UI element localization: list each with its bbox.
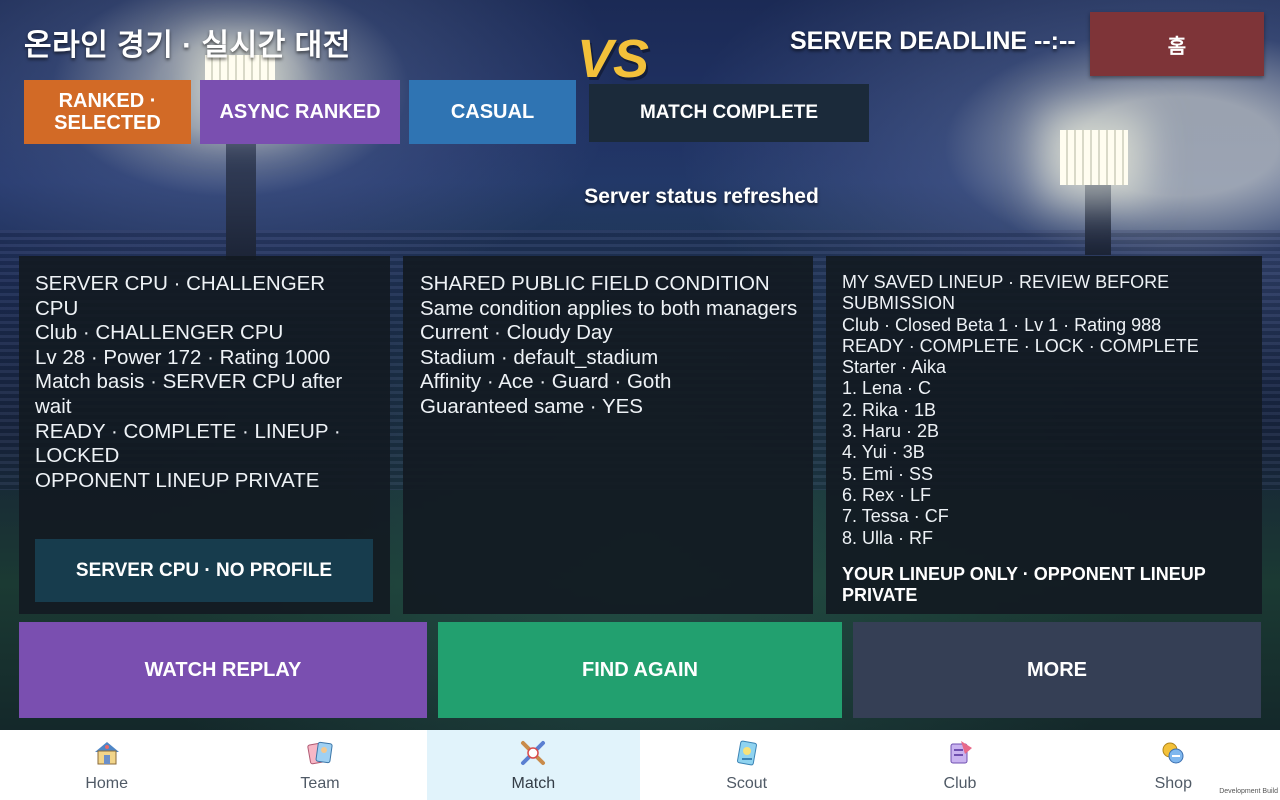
team-icon <box>305 738 335 768</box>
nav-label: Team <box>300 775 340 792</box>
floodlight-right <box>1060 130 1128 185</box>
field-line: SHARED PUBLIC FIELD CONDITION <box>420 272 770 295</box>
nav-label: Shop <box>1154 775 1192 792</box>
mode-casual-button[interactable]: CASUAL <box>409 80 576 144</box>
field-line: Current · Cloudy Day <box>420 321 613 345</box>
nav-item-club[interactable]: Club <box>853 730 1066 800</box>
nav-label: Match <box>511 775 556 792</box>
club-icon <box>945 738 975 768</box>
home-button[interactable]: 홈 <box>1090 12 1264 76</box>
nav-item-team[interactable]: Team <box>213 730 426 800</box>
opponent-profile-button[interactable]: SERVER CPU · NO PROFILE <box>35 539 373 602</box>
lineup-line: 4. Yui · 3B <box>842 442 925 463</box>
field-line: Guaranteed same · YES <box>420 394 643 418</box>
lineup-panel: MY SAVED LINEUP · REVIEW BEFORE SUBMISSI… <box>826 256 1262 614</box>
opponent-line: Match basis · SERVER CPU after wait <box>35 370 343 418</box>
lineup-line: READY · COMPLETE · LOCK · COMPLETE <box>842 335 1199 356</box>
opponent-panel: SERVER CPU · CHALLENGER CPU Club · CHALL… <box>19 256 390 614</box>
find-again-button[interactable]: FIND AGAIN <box>438 622 842 718</box>
field-line: Same condition applies to both managers <box>420 296 798 320</box>
field-line: Stadium · default_stadium <box>420 345 659 369</box>
lineup-line: 8. Ulla · RF <box>842 527 934 548</box>
nav-label: Club <box>943 775 977 792</box>
field-line: Affinity · Ace · Guard · Goth <box>420 370 672 394</box>
opponent-line: Lv 28 · Power 172 · Rating 1000 <box>35 345 331 369</box>
nav-item-match[interactable]: Match <box>426 730 640 800</box>
match-icon <box>518 738 548 768</box>
stadium-background: 온라인 경기 · 실시간 대전 VS SERVER DEADLINE --:--… <box>0 0 1280 730</box>
lineup-line: Club · Closed Beta 1 · Lv 1 · Rating 988 <box>842 314 1162 335</box>
bottom-nav: Home Team Match Scout Club Shop <box>0 730 1280 800</box>
vs-label: VS <box>577 29 650 89</box>
lineup-line: 7. Tessa · CF <box>842 506 949 527</box>
lineup-privacy-note: YOUR LINEUP ONLY · OPPONENT LINEUP PRIVA… <box>842 564 1206 605</box>
opponent-line: READY · COMPLETE · LINEUP · LOCKED <box>35 419 341 468</box>
match-complete-status: MATCH COMPLETE <box>589 84 869 142</box>
opponent-line: Club · CHALLENGER CPU <box>35 321 284 345</box>
status-message: Server status refreshed <box>584 185 819 208</box>
nav-item-shop[interactable]: Shop <box>1067 730 1280 800</box>
nav-item-scout[interactable]: Scout <box>640 730 853 800</box>
nav-item-home[interactable]: Home <box>0 730 213 800</box>
mode-async-ranked-button[interactable]: ASYNC RANKED <box>200 80 400 144</box>
lineup-line: Starter · Aika <box>842 357 947 378</box>
light-tower-right <box>1085 180 1111 255</box>
server-deadline: SERVER DEADLINE --:-- <box>790 27 1076 55</box>
lineup-line: 1. Lena · C <box>842 378 932 399</box>
mode-ranked-button[interactable]: RANKED · SELECTED <box>24 80 191 144</box>
watch-replay-button[interactable]: WATCH REPLAY <box>19 622 427 718</box>
nav-label: Home <box>85 775 128 792</box>
lineup-line: 6. Rex · LF <box>842 484 932 505</box>
build-watermark: Development Build <box>1219 788 1278 795</box>
nav-label: Scout <box>726 775 768 792</box>
scout-icon <box>732 738 762 768</box>
field-condition-panel: SHARED PUBLIC FIELD CONDITION Same condi… <box>403 256 813 614</box>
lineup-line: 2. Rika · 1B <box>842 399 937 420</box>
opponent-line: SERVER CPU · CHALLENGER CPU <box>35 272 326 320</box>
page-title: 온라인 경기 · 실시간 대전 <box>24 29 351 62</box>
lineup-line: 3. Haru · 2B <box>842 421 940 442</box>
lineup-line: 5. Emi · SS <box>842 463 934 484</box>
more-button[interactable]: MORE <box>853 622 1261 718</box>
home-icon <box>92 738 122 768</box>
shop-icon <box>1158 738 1188 768</box>
lineup-line: MY SAVED LINEUP · REVIEW BEFORE SUBMISSI… <box>842 272 1170 314</box>
opponent-line: OPPONENT LINEUP PRIVATE <box>35 468 320 492</box>
